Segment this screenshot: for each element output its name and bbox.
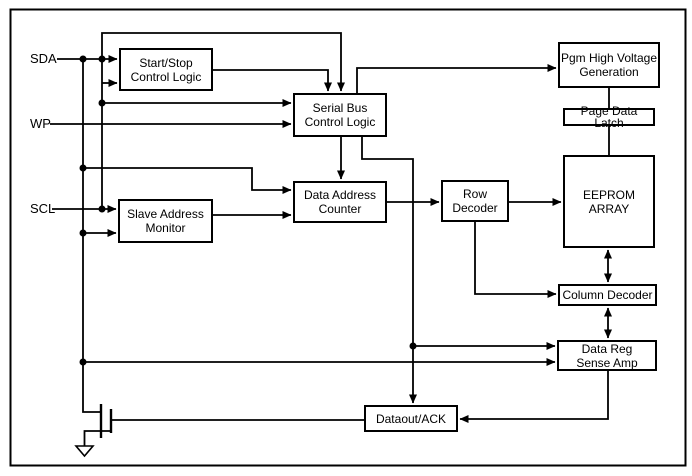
mosfet-source-lead [83,430,111,446]
pin-label-scl: SCL [30,201,56,216]
junction-dot [98,205,106,213]
block-serial-bus-control-logic: Serial Bus Control Logic [293,93,387,137]
pin-label-sda: SDA [30,51,57,66]
net-data-reg-to-dataout-ack [459,371,609,423]
junction-dot [409,342,417,350]
block-row-decoder: Row Decoder [441,180,509,222]
block-page-data-latch: Page Data Latch [563,105,655,129]
net-bus-to-data-address-counter [83,167,292,194]
junction-dots [79,55,417,366]
junction-dot [79,55,87,63]
net-serial-bus-to-dataout-ack [361,137,417,404]
block-pgm-high-voltage-generation: Pgm High Voltage Generation [558,42,660,88]
diagram-border [9,8,687,467]
net-bus-x83-to-gate [82,59,101,413]
block-start-stop-control-logic: Start/Stop Control Logic [119,48,213,91]
junction-dot [98,55,106,63]
block-data-address-counter: Data Address Counter [293,181,387,223]
net-serial-bus-to-pgm-hv [356,64,557,93]
output-mosfet-icon [83,404,113,446]
ground-icon [74,445,95,458]
block-slave-address-monitor: Slave Address Monitor [118,199,213,243]
block-data-reg-sense-amp: Data Reg Sense Amp [557,340,657,371]
net-bus-x102-top-to-serial-bus [101,32,345,209]
junction-dot [79,164,87,172]
net-row-decoder-to-column-decoder [474,222,557,298]
block-dataout-ack: Dataout/ACK [364,405,458,432]
junction-dot [98,99,106,107]
junction-dot [79,229,87,237]
junction-dot [79,358,87,366]
block-eeprom-array: EEPROM ARRAY [563,155,655,248]
pin-label-wp: WP [30,116,51,131]
block-column-decoder: Column Decoder [558,284,657,306]
net-start-stop-to-serial-bus [213,69,332,92]
